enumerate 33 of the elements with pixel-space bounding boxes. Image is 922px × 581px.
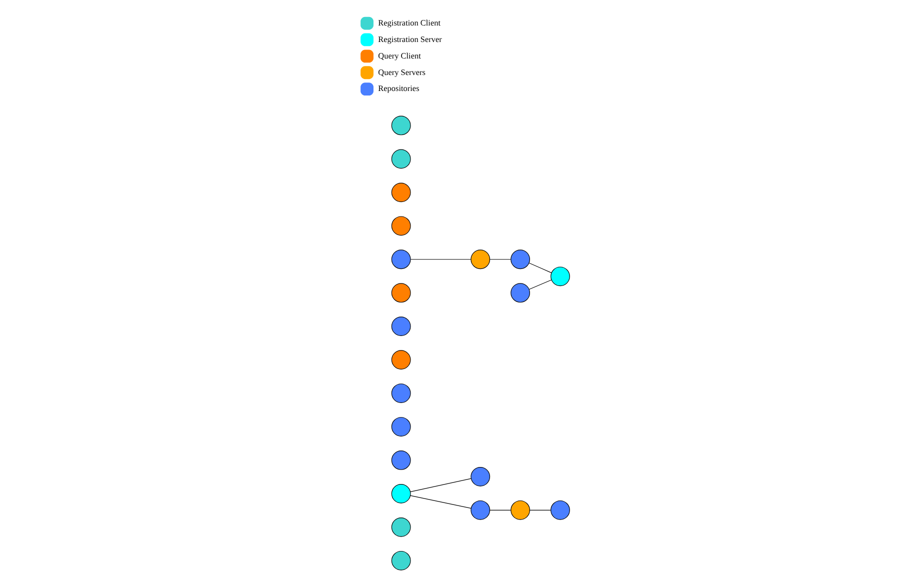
connector	[410, 259, 472, 260]
node-circle	[470, 500, 490, 520]
connector	[528, 280, 552, 290]
node-circle	[391, 250, 411, 270]
connector	[410, 478, 472, 492]
legend-label: Query Client	[378, 51, 421, 60]
node-circle	[391, 518, 411, 537]
node-circle	[391, 450, 411, 470]
node-circle	[391, 384, 411, 403]
node-circle	[391, 149, 411, 169]
legend-label: Registration Client	[378, 18, 441, 28]
node-circle	[391, 316, 411, 336]
node-circle	[391, 350, 411, 370]
node-circle	[550, 500, 570, 520]
node-circle	[391, 283, 411, 303]
node-circle	[470, 250, 490, 270]
connector	[410, 495, 472, 509]
node-circle	[470, 466, 490, 486]
legend-label: Query Servers	[378, 68, 426, 77]
node-circle	[391, 216, 411, 236]
node-circle	[391, 484, 411, 504]
legend-label: Registration Server	[378, 34, 442, 44]
connector	[490, 259, 512, 260]
node-circle	[391, 182, 411, 202]
node-circle	[391, 116, 411, 136]
node-circle	[550, 266, 570, 286]
node-circle	[510, 500, 530, 520]
connector	[528, 262, 552, 274]
node-circle	[510, 283, 530, 303]
node-circle	[391, 417, 411, 436]
node-circle	[510, 250, 530, 270]
legend-label: Repositories	[378, 84, 420, 94]
node-circle	[391, 550, 411, 570]
